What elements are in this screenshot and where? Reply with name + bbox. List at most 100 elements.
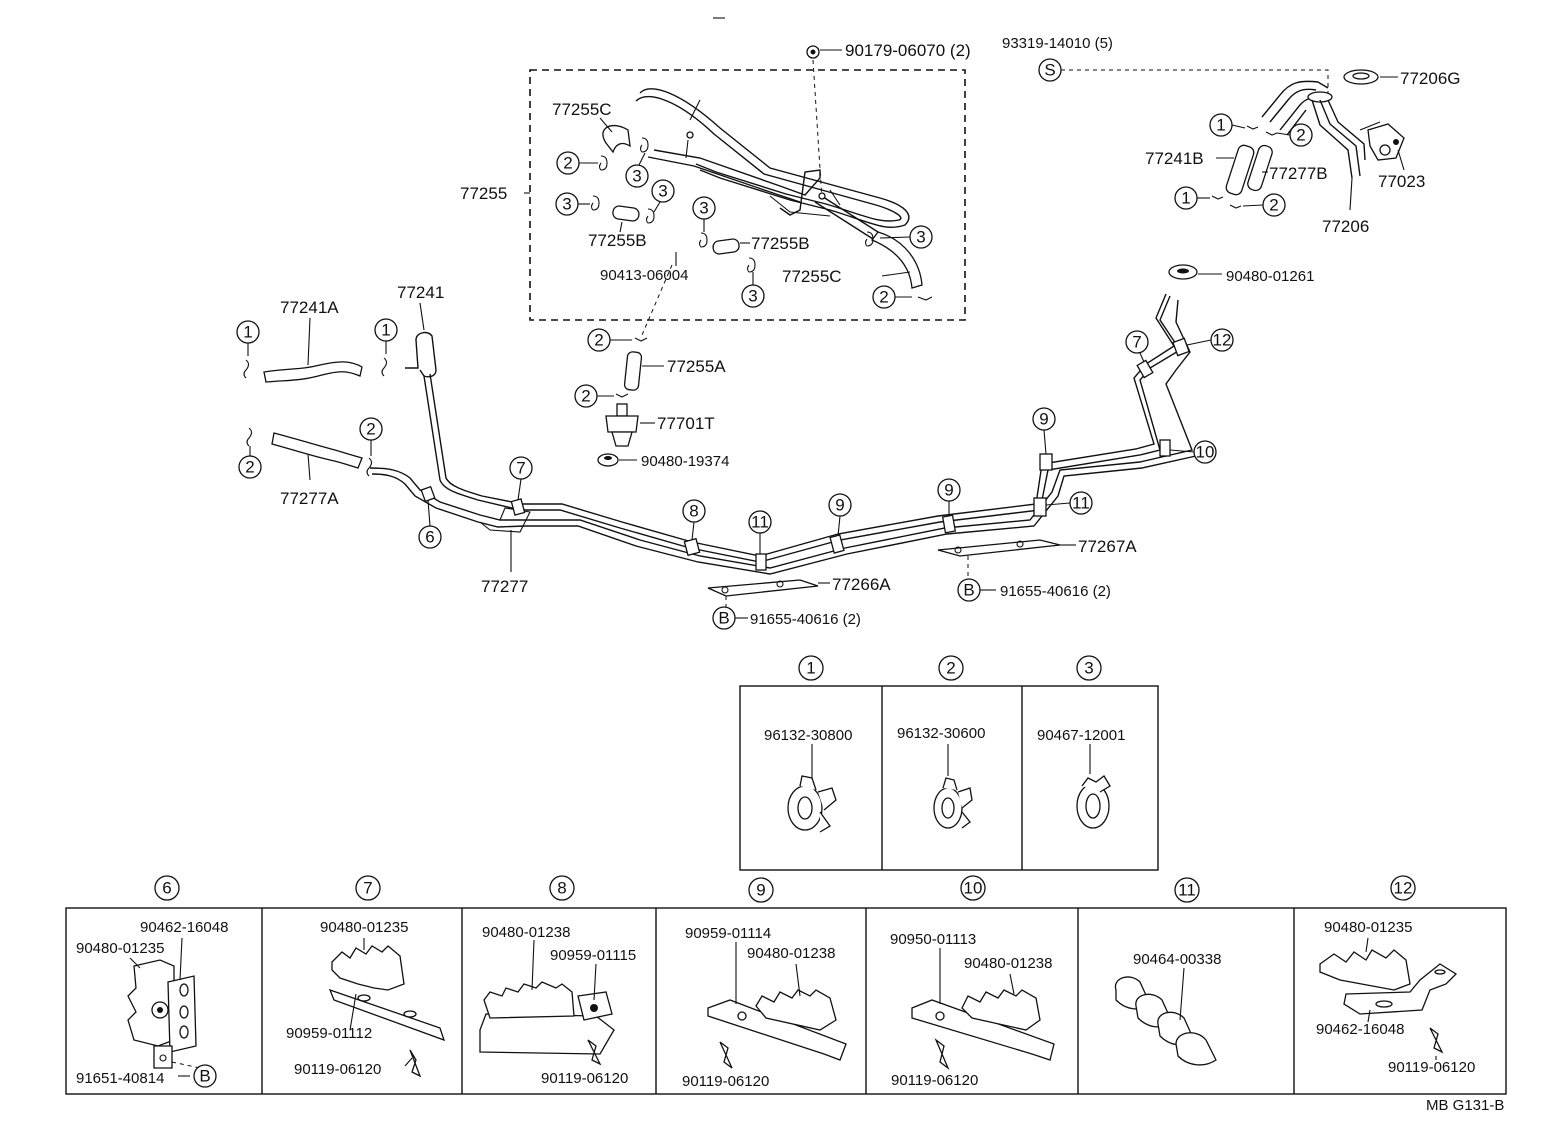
callout-9-line-c: 9 — [1032, 407, 1056, 431]
clamp-set-table — [65, 907, 1507, 1095]
svg-text:2: 2 — [946, 659, 955, 678]
set10-part-c: 90119-06120 — [891, 1072, 978, 1089]
label-77255C-top: 77255C — [552, 100, 612, 119]
clamp-table — [739, 685, 1159, 871]
svg-text:2: 2 — [1269, 196, 1278, 215]
svg-text:B: B — [199, 1067, 210, 1086]
label-77023: 77023 — [1378, 172, 1425, 191]
svg-text:S: S — [1044, 61, 1055, 80]
callout-2-l2: 2 — [359, 417, 383, 441]
svg-text:7: 7 — [363, 879, 372, 898]
set7-part-c: 90119-06120 — [294, 1061, 381, 1078]
label-77266A: 77266A — [832, 575, 891, 594]
callout-1-tr2: 1 — [1174, 186, 1198, 210]
hose-77255C-top — [602, 125, 631, 154]
pipe-loop-77255 — [635, 88, 910, 240]
set8-part-b: 90959-01115 — [550, 947, 636, 964]
clamp-set-header-7: 7 — [355, 875, 381, 901]
clamp-set-header-11: 11 — [1174, 877, 1200, 903]
svg-text:B: B — [963, 581, 974, 600]
callout-B-left: B — [712, 606, 736, 630]
label-90480-19374: 90480-19374 — [641, 453, 729, 470]
callout-S: S — [1038, 58, 1062, 82]
set7-part-b: 90959-01112 — [286, 1025, 372, 1042]
hose-77277B — [1247, 144, 1273, 192]
callout-1-tr1: 1 — [1209, 113, 1233, 137]
callout-12-line: 12 — [1210, 328, 1234, 352]
grommet-90480-01261 — [1168, 264, 1198, 280]
svg-text:10: 10 — [1196, 443, 1215, 462]
clamp-table-header-2: 2 — [938, 655, 964, 681]
svg-text:3: 3 — [1084, 659, 1093, 678]
svg-text:11: 11 — [751, 513, 769, 532]
clamp-set-7-icon — [328, 945, 446, 1042]
svg-text:12: 12 — [1213, 331, 1232, 350]
callout-9-line-a: 9 — [828, 493, 852, 517]
clamp-set-header-12: 12 — [1390, 875, 1416, 901]
set9-part-b: 90480-01238 — [747, 945, 835, 962]
label-93319: 93319-14010 (5) — [1002, 35, 1113, 52]
set8-part-a: 90480-01238 — [482, 924, 570, 941]
set6-part-c: 91651-40814 — [76, 1070, 164, 1087]
callout-3-d: 3 — [692, 196, 716, 220]
tube-77255B-right — [712, 238, 740, 255]
callout-2-tr2: 2 — [1262, 193, 1286, 217]
hose-clip-96132-30600-icon — [933, 777, 973, 829]
svg-text:3: 3 — [658, 182, 667, 201]
svg-text:9: 9 — [944, 481, 953, 500]
callout-10-line: 10 — [1193, 440, 1217, 464]
callout-2-d: 2 — [574, 384, 598, 408]
svg-text:6: 6 — [162, 879, 171, 898]
hose-clip-96132-30800-icon — [787, 775, 837, 833]
svg-text:8: 8 — [689, 502, 698, 521]
callout-7-line-b: 7 — [1125, 330, 1149, 354]
svg-text:6: 6 — [425, 528, 434, 547]
svg-text:10: 10 — [964, 879, 983, 898]
callout-2-c: 2 — [587, 328, 611, 352]
label-77255B-left: 77255B — [588, 231, 647, 250]
callout-11-line-a: 11 — [748, 510, 772, 534]
svg-text:8: 8 — [557, 879, 566, 898]
set6-callout-B: B — [193, 1064, 217, 1088]
label-91655-left: 91655-40616 (2) — [750, 611, 861, 628]
set12-part-c: 90119-06120 — [1388, 1059, 1475, 1076]
hose-clip-90467-12001-icon — [1076, 775, 1111, 829]
clamp-part-3: 90467-12001 — [1037, 727, 1125, 744]
callout-11-line-b: 11 — [1069, 491, 1093, 515]
svg-text:7: 7 — [516, 459, 525, 478]
clamp-set-header-6: 6 — [154, 875, 180, 901]
set6-part-b: 90480-01235 — [76, 940, 164, 957]
clamp-part-2: 96132-30600 — [897, 725, 985, 742]
label-77241B: 77241B — [1145, 149, 1204, 168]
clamp-set-9-icon — [707, 989, 847, 1061]
set11-part-a: 90464-00338 — [1133, 951, 1221, 968]
bracket-77266A — [707, 579, 819, 597]
bracket-77267A — [937, 539, 1061, 557]
callout-3-b: 3 — [651, 179, 675, 203]
svg-text:12: 12 — [1394, 879, 1413, 898]
label-77255: 77255 — [460, 184, 507, 203]
hose-77241B — [1225, 144, 1255, 196]
svg-text:3: 3 — [699, 199, 708, 218]
svg-text:1: 1 — [1216, 116, 1225, 135]
svg-text:1: 1 — [381, 321, 390, 340]
callout-3-a: 3 — [625, 164, 649, 188]
label-77277: 77277 — [481, 577, 528, 596]
set12-part-b: 90462-16048 — [1316, 1021, 1404, 1038]
set10-part-a: 90950-01113 — [890, 931, 976, 948]
label-77277A: 77277A — [280, 489, 339, 508]
tube-77255B-left — [612, 205, 640, 222]
bolt-90179-icon — [806, 45, 820, 59]
svg-text:2: 2 — [245, 458, 254, 477]
label-77277B: 77277B — [1269, 164, 1328, 183]
callout-1-l2: 1 — [374, 318, 398, 342]
svg-text:3: 3 — [562, 195, 571, 214]
set7-part-a: 90480-01235 — [320, 919, 408, 936]
svg-text:2: 2 — [581, 387, 590, 406]
clamp-set-header-9: 9 — [748, 877, 774, 903]
callout-9-line-b: 9 — [937, 478, 961, 502]
label-90413: 90413-06004 — [600, 267, 688, 284]
callout-8-line: 8 — [682, 499, 706, 523]
clamp-set-6-icon — [127, 959, 197, 1069]
svg-text:3: 3 — [916, 228, 925, 247]
